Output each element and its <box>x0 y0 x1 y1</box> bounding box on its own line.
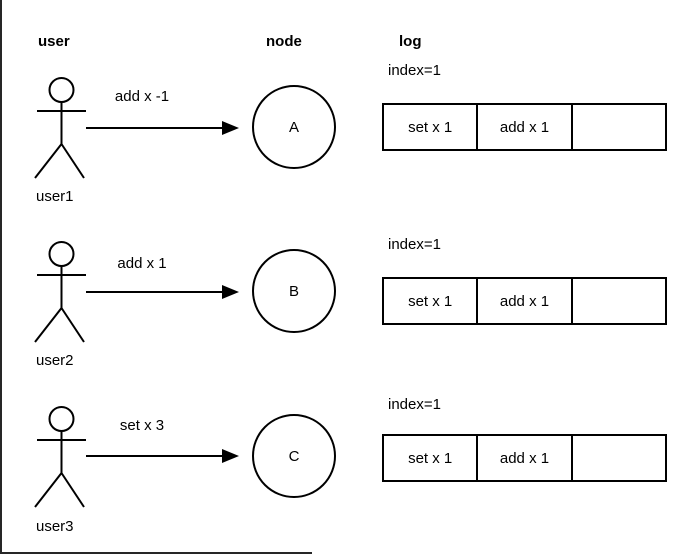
log-cell: set x 1 <box>384 105 479 149</box>
log-cell <box>573 279 665 323</box>
log-cell: set x 1 <box>384 436 479 480</box>
node-label: B <box>288 282 299 300</box>
arrow-icon <box>86 285 239 299</box>
log-cell: set x 1 <box>384 279 479 323</box>
arrow-icon <box>86 449 239 463</box>
log-index-label: index=1 <box>388 396 441 413</box>
user-label: user1 <box>36 188 74 205</box>
column-header-node: node <box>266 33 302 50</box>
node-circle: A <box>252 85 336 169</box>
message-label: set x 3 <box>119 417 165 434</box>
stick-figure-icon <box>34 77 86 179</box>
node-label: C <box>288 447 300 465</box>
log-cell <box>573 105 665 149</box>
message-label: add x 1 <box>117 255 167 272</box>
stick-figure-icon <box>34 241 86 343</box>
log-index-label: index=1 <box>388 236 441 253</box>
message-label: add x -1 <box>114 88 170 105</box>
arrow-icon <box>86 121 239 135</box>
node-circle: C <box>252 414 336 498</box>
column-header-log: log <box>399 33 422 50</box>
stick-figure-icon <box>34 406 86 508</box>
log-index-label: index=1 <box>388 62 441 79</box>
node-circle: B <box>252 249 336 333</box>
log-cell: add x 1 <box>478 436 573 480</box>
log-table: set x 1 add x 1 <box>382 434 667 482</box>
canvas-bottom-border <box>0 552 312 554</box>
log-cell: add x 1 <box>478 105 573 149</box>
log-table: set x 1 add x 1 <box>382 103 667 151</box>
canvas-left-border <box>0 0 2 554</box>
node-label: A <box>288 118 299 136</box>
column-header-user: user <box>38 33 70 50</box>
log-table: set x 1 add x 1 <box>382 277 667 325</box>
user-label: user2 <box>36 352 74 369</box>
user-label: user3 <box>36 518 74 535</box>
log-cell: add x 1 <box>478 279 573 323</box>
log-cell <box>573 436 665 480</box>
